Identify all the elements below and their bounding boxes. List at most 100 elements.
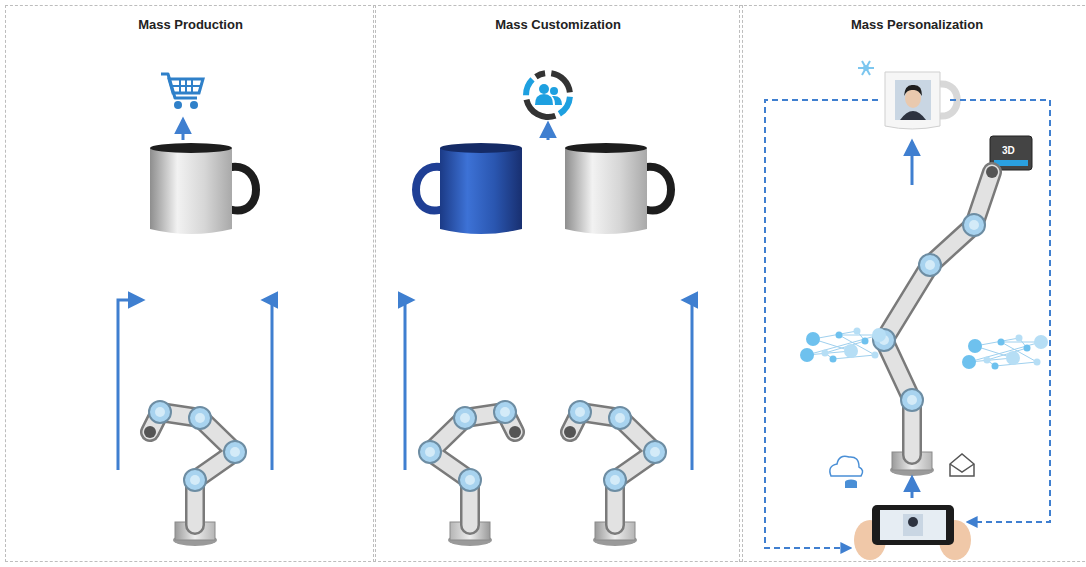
photo-mug	[904, 85, 922, 96]
robot-arm	[190, 475, 200, 485]
phone-in-hands	[854, 505, 971, 560]
cart-icon	[190, 101, 198, 109]
flow-arrow	[264, 300, 272, 470]
robot-arm	[884, 172, 992, 455]
photo-mug	[885, 72, 957, 129]
robot-arm	[873, 166, 998, 476]
network-cloud	[872, 328, 886, 342]
robot-arm	[230, 447, 240, 457]
customer-icon	[534, 70, 545, 79]
message-icon	[950, 464, 974, 472]
robot-arm	[986, 166, 998, 178]
cart-icon	[169, 79, 203, 93]
network-cloud	[872, 352, 879, 359]
mug	[647, 167, 671, 211]
robot-arm	[195, 413, 205, 423]
cloud-icon	[830, 456, 863, 476]
robot-arm	[919, 254, 941, 276]
robot-arm	[575, 407, 585, 417]
robot-arm	[609, 407, 631, 429]
robot-arm	[465, 475, 475, 485]
panel-title: Mass Production	[6, 6, 375, 32]
robot-arm	[150, 412, 235, 525]
robot-arm	[184, 469, 206, 491]
scenario-panel: Mass Production	[5, 5, 376, 562]
network-cloud	[822, 350, 829, 357]
customer-icon	[535, 94, 553, 105]
robot-arm	[149, 401, 171, 423]
robot-arm	[610, 475, 620, 485]
robot-arm	[907, 395, 917, 405]
robot-arm	[144, 426, 156, 438]
robot-arm	[969, 220, 979, 230]
network-cloud	[854, 328, 861, 335]
scenario-panel: Mass Personalization	[739, 5, 1086, 562]
robot-arm	[494, 401, 516, 423]
network-cloud	[800, 328, 886, 363]
robot-arm	[155, 407, 165, 417]
network-cloud	[984, 357, 991, 364]
customer-icon	[552, 96, 562, 105]
network-cloud	[962, 355, 976, 369]
robot-arm	[419, 401, 521, 546]
network-cloud	[998, 339, 1005, 346]
panel-title: Mass Personalization	[740, 6, 1086, 32]
robot-arm	[564, 401, 666, 546]
spark-icon	[863, 65, 869, 71]
network-cloud	[1006, 351, 1020, 365]
message-icon	[950, 454, 974, 476]
customer-icon	[539, 84, 549, 94]
customer-icon	[523, 77, 535, 95]
robot-arm	[419, 441, 441, 463]
phone-in-hands	[903, 514, 923, 536]
mug	[440, 143, 522, 153]
flow-arrow	[547, 124, 550, 140]
network-cloud	[1024, 345, 1031, 352]
network-cloud	[1034, 359, 1041, 366]
mug	[416, 143, 522, 234]
robot-arm	[604, 469, 626, 491]
flow-arrow	[911, 478, 914, 498]
robot-arm	[425, 447, 435, 457]
spark-icon	[858, 61, 874, 75]
robot-arm	[650, 447, 660, 457]
network-cloud	[800, 348, 814, 362]
photo-mug	[900, 111, 926, 120]
network-cloud	[1016, 335, 1023, 342]
robot-arm	[564, 426, 576, 438]
scenario-panel: Mass Customization	[373, 5, 743, 562]
network-cloud	[806, 332, 820, 346]
cloud-icon	[830, 456, 863, 488]
mug	[150, 143, 256, 234]
mug	[565, 143, 671, 234]
spark-icon	[862, 61, 870, 75]
network-cloud	[830, 356, 837, 363]
cloud-icon	[845, 482, 857, 488]
flow-arrow	[118, 300, 142, 470]
robot-arm	[570, 412, 655, 525]
network-cloud	[836, 332, 843, 339]
message-icon	[950, 454, 974, 476]
network-cloud	[968, 339, 982, 353]
cart-icon	[161, 74, 203, 109]
robot-arm	[189, 407, 211, 429]
network-cloud	[1034, 335, 1048, 349]
robot-arm	[459, 469, 481, 491]
spark-icon	[862, 61, 870, 75]
panel-title: Mass Customization	[374, 6, 742, 32]
phone-in-hands	[908, 517, 918, 527]
customer-icon	[550, 87, 558, 95]
network-cloud	[844, 344, 858, 358]
robot-arm	[569, 401, 591, 423]
robot-arm	[615, 413, 625, 423]
phone-in-hands	[872, 505, 954, 545]
mug	[565, 148, 647, 234]
flow-arrow	[911, 142, 914, 185]
robot-arm	[460, 413, 470, 423]
phone-in-hands	[880, 510, 946, 540]
photo-mug	[885, 72, 940, 129]
network-cloud	[962, 335, 1048, 370]
illustration-group	[118, 61, 1050, 560]
photo-mug	[895, 80, 931, 120]
mug	[440, 148, 522, 234]
